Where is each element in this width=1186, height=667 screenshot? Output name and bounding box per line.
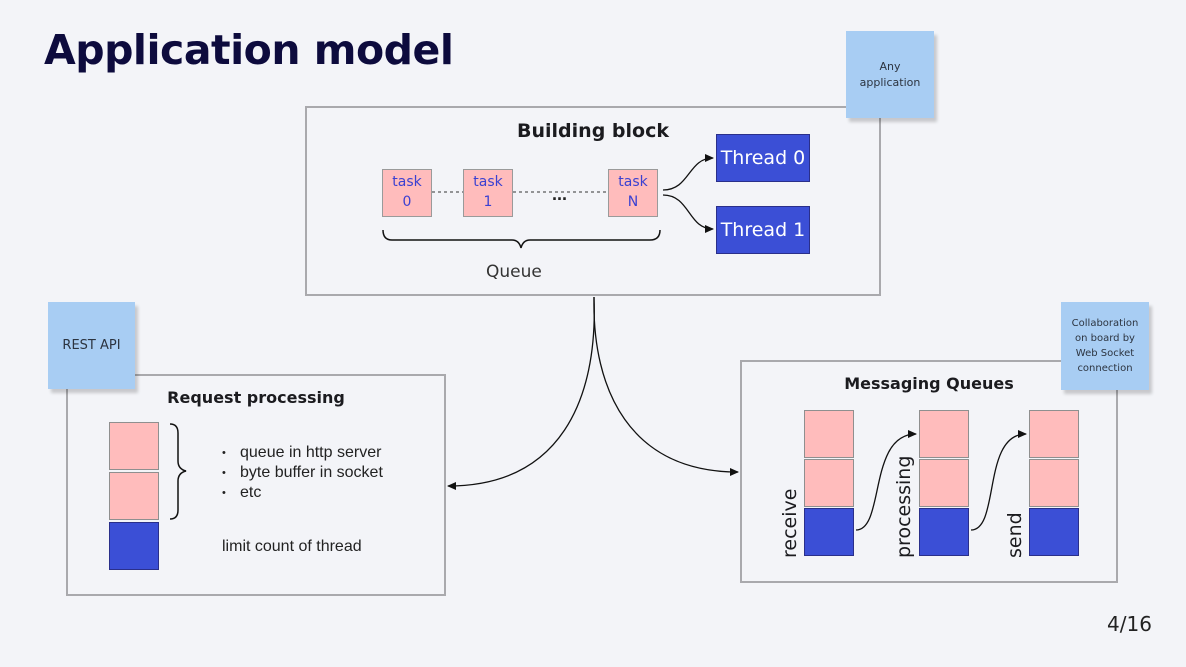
task-0: task 0 <box>382 169 432 217</box>
arrow-receive-to-processing <box>855 430 917 531</box>
task-1: task 1 <box>463 169 513 217</box>
arrow-to-messaging-queues <box>593 296 739 476</box>
request-queue-cell-2 <box>109 472 159 520</box>
send-cell-3 <box>1029 508 1079 556</box>
slide-title: Application model <box>44 26 454 74</box>
queue-label: Queue <box>486 262 542 282</box>
task-n: task N <box>608 169 658 217</box>
task-0-index: 0 <box>402 194 412 210</box>
thread-1: Thread 1 <box>716 206 810 254</box>
task-n-index: N <box>627 194 639 210</box>
bullet-item: queue in http server <box>222 443 383 463</box>
bullet-item: byte buffer in socket <box>222 463 383 483</box>
page-number: 4/16 <box>1107 612 1152 636</box>
messaging-queues-title: Messaging Queues <box>844 374 1014 393</box>
task-1-index: 1 <box>483 194 493 210</box>
request-queue-cell-3 <box>109 522 159 570</box>
request-processing-title: Request processing <box>167 388 345 407</box>
send-cell-1 <box>1029 410 1079 458</box>
task-1-label: task <box>473 174 503 190</box>
processing-cell-3 <box>919 508 969 556</box>
receive-cell-2 <box>804 459 854 507</box>
task-0-label: task <box>392 174 422 190</box>
task-n-label: task <box>618 174 648 190</box>
queue-brace <box>382 229 661 249</box>
bullet-item: etc <box>222 483 383 503</box>
receive-cell-3 <box>804 508 854 556</box>
note-rest-api: REST API <box>48 302 135 389</box>
arrow-processing-to-send <box>970 430 1027 531</box>
building-block-title: Building block <box>517 120 669 142</box>
receive-cell-1 <box>804 410 854 458</box>
note-any-application: Any application <box>846 31 934 118</box>
processing-cell-2 <box>919 459 969 507</box>
task-ellipsis: ... <box>552 184 568 204</box>
thread-0: Thread 0 <box>716 134 810 182</box>
arrow-to-thread-1 <box>662 194 714 233</box>
request-footer: limit count of thread <box>222 538 362 555</box>
note-collaboration: Collaboration on board by Web Socket con… <box>1061 302 1149 390</box>
send-cell-2 <box>1029 459 1079 507</box>
request-bullets: queue in http server byte buffer in sock… <box>222 443 383 503</box>
arrow-to-thread-0 <box>662 154 714 191</box>
arrow-to-request-processing <box>447 296 595 490</box>
processing-cell-1 <box>919 410 969 458</box>
request-brace <box>169 423 187 520</box>
request-queue-cell-1 <box>109 422 159 470</box>
